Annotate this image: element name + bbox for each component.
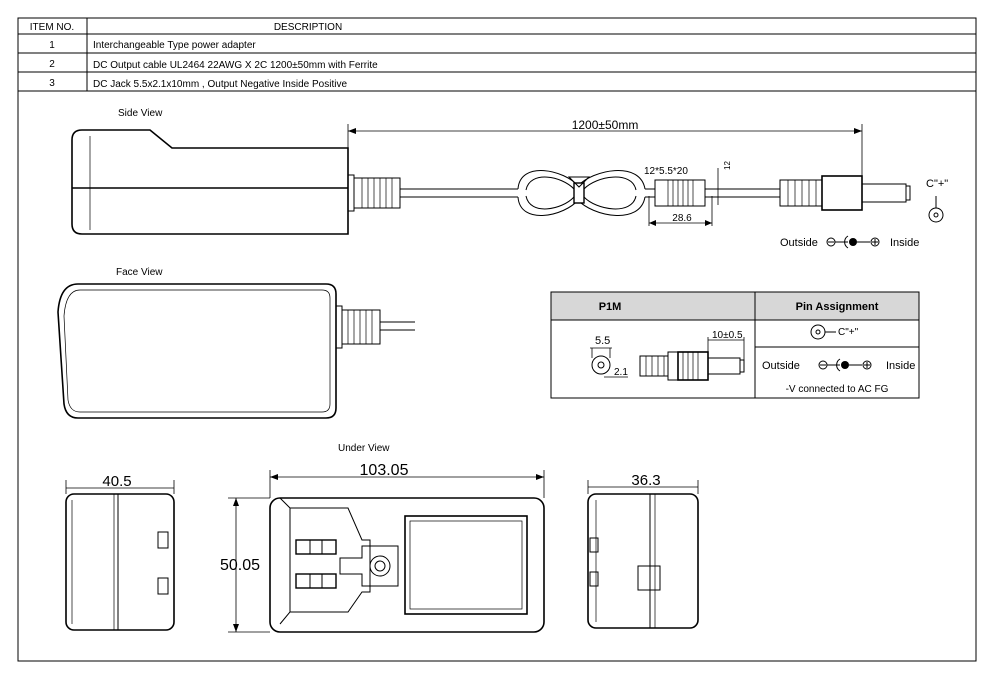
polarity-inside-label: Inside [890, 237, 919, 249]
bom-header-item-no: ITEM NO. [30, 22, 74, 33]
side-view: Side View [71, 108, 948, 249]
pin-table-jack-end-view: 5.5 2.1 [590, 335, 628, 378]
polarity-c-label: C"+" [926, 178, 948, 190]
under-view: Under View 40.5 [65, 443, 699, 633]
dim-height-label: 50.05 [220, 557, 260, 574]
bom-row-3-description: DC Jack 5.5x2.1x10mm , Output Negative I… [93, 79, 347, 90]
side-view-adapter-body [71, 129, 349, 235]
bom-row-1-description: Interchangeable Type power adapter [93, 40, 256, 51]
pin-table-header-left: P1M [599, 301, 622, 313]
face-view-strain-relief [341, 309, 381, 345]
dim-depth-label: 36.3 [631, 472, 660, 489]
pin-assignment-table: P1M Pin Assignment 5.5 2.1 [550, 291, 920, 399]
dim-length-label: 103.05 [360, 462, 409, 479]
under-view-label: Under View [338, 443, 390, 454]
face-view-label: Face View [116, 267, 163, 278]
bom-row-2-item: 2 [49, 59, 55, 70]
ferrite-small-label: 12 [723, 161, 732, 170]
bom-header-description: DESCRIPTION [274, 22, 342, 33]
pin-table-plug: 10±0.5 [639, 330, 745, 381]
pin-dim-length: 10±0.5 [712, 330, 743, 341]
pin-inside-label: Inside [886, 360, 915, 372]
under-view-label-plate [404, 515, 528, 615]
side-view-cable [400, 188, 518, 198]
side-view-label: Side View [118, 108, 163, 119]
drawing-border [17, 17, 977, 662]
cable-length-dimension: 1200±50mm [347, 118, 863, 184]
polarity-outside-label: Outside [780, 237, 818, 249]
ferrite-size-label: 12*5.5*20 [644, 166, 688, 177]
pin-dim-outer: 5.5 [595, 335, 610, 347]
bom-row-3-item: 3 [49, 78, 55, 89]
under-view-right-end: 36.3 [587, 472, 699, 629]
under-view-left-end: 40.5 [65, 473, 175, 631]
face-view: Face View [57, 267, 415, 419]
under-view-main: 103.05 50.05 [220, 462, 545, 633]
side-view-cable-tie [573, 182, 585, 204]
ferrite-dimension: 12*5.5*20 12 28.6 [644, 161, 732, 226]
under-view-release-button [369, 555, 391, 577]
bom-row-1-item: 1 [49, 40, 55, 51]
side-view-ferrite [654, 179, 706, 207]
ferrite-length-label: 28.6 [672, 213, 692, 224]
side-view-polarity: C"+" Outside Inside [780, 178, 948, 249]
side-view-strain-relief [353, 177, 401, 209]
bom-row-2-description: DC Output cable UL2464 22AWG X 2C 1200±5… [93, 60, 378, 71]
pin-polarity-c-label: C"+" [838, 327, 859, 338]
face-view-cable [380, 321, 415, 331]
pin-dim-inner: 2.1 [614, 367, 628, 378]
pin-table-polarity: C"+" Outside Inside -V connected to AC F… [762, 324, 915, 395]
pin-note: -V connected to AC FG [786, 384, 889, 395]
cable-length-label: 1200±50mm [572, 118, 639, 132]
bom-table: ITEM NO. DESCRIPTION 1 Interchangeable T… [18, 18, 976, 92]
pin-table-header-right: Pin Assignment [796, 301, 879, 313]
dim-width-label: 40.5 [102, 473, 131, 490]
side-view-dc-plug [779, 175, 911, 211]
face-view-adapter-body [57, 283, 337, 419]
pin-outside-label: Outside [762, 360, 800, 372]
